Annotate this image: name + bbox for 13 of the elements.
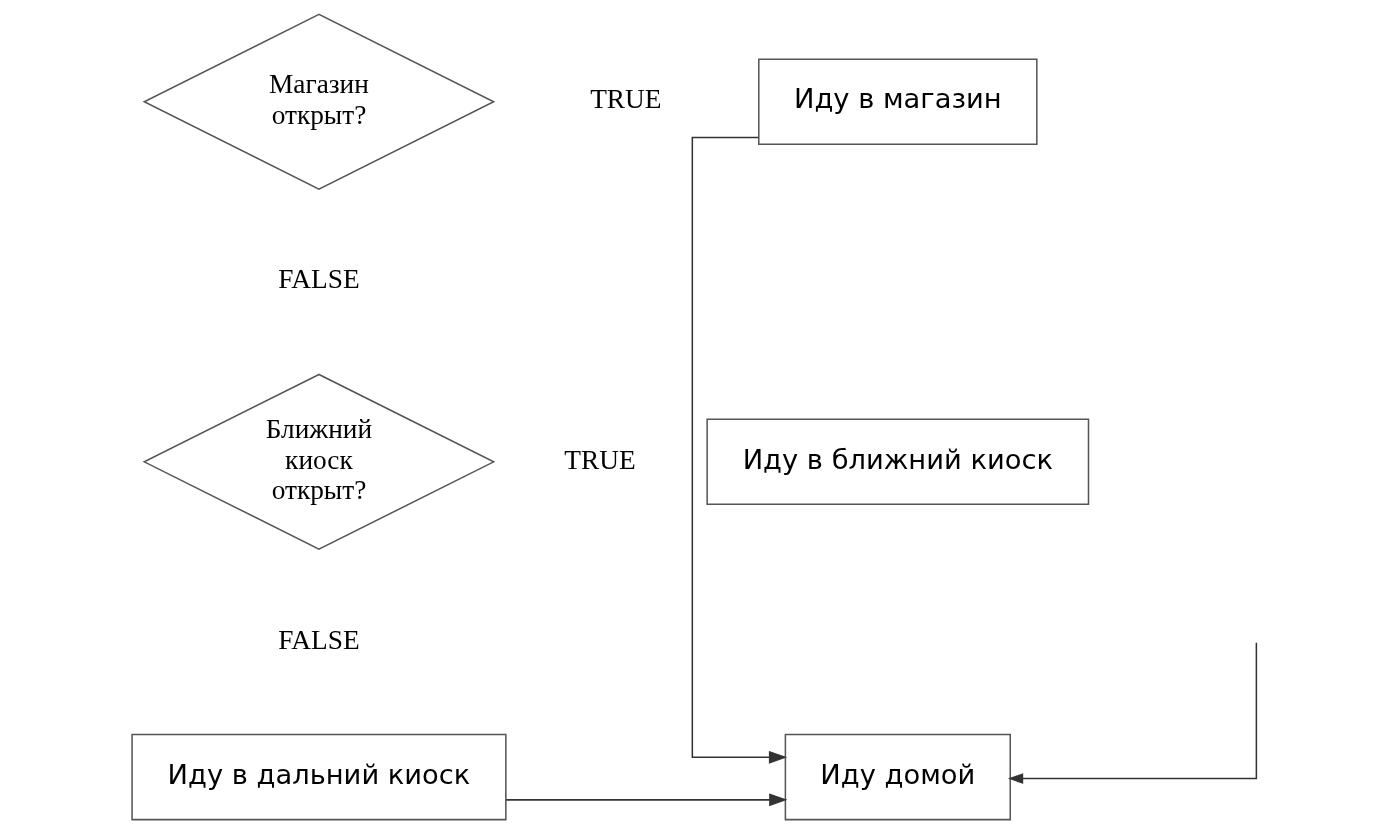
label: FALSE [278,264,360,295]
arrow [691,136,788,764]
node-box: Иду домой [784,733,1011,821]
node-diamond: Магазин открыт? [142,13,496,190]
label: FALSE [278,624,360,655]
arrow [1008,641,1258,784]
arrow [505,793,788,807]
node-box: Иду в магазин [758,58,1038,146]
label: TRUE [590,84,662,115]
label: TRUE [564,444,636,475]
node-box: Иду в дальний киоск [131,733,507,821]
node-diamond: Ближний киоск открыт? [142,373,496,551]
node-box: Иду в ближний киоск [706,418,1090,506]
